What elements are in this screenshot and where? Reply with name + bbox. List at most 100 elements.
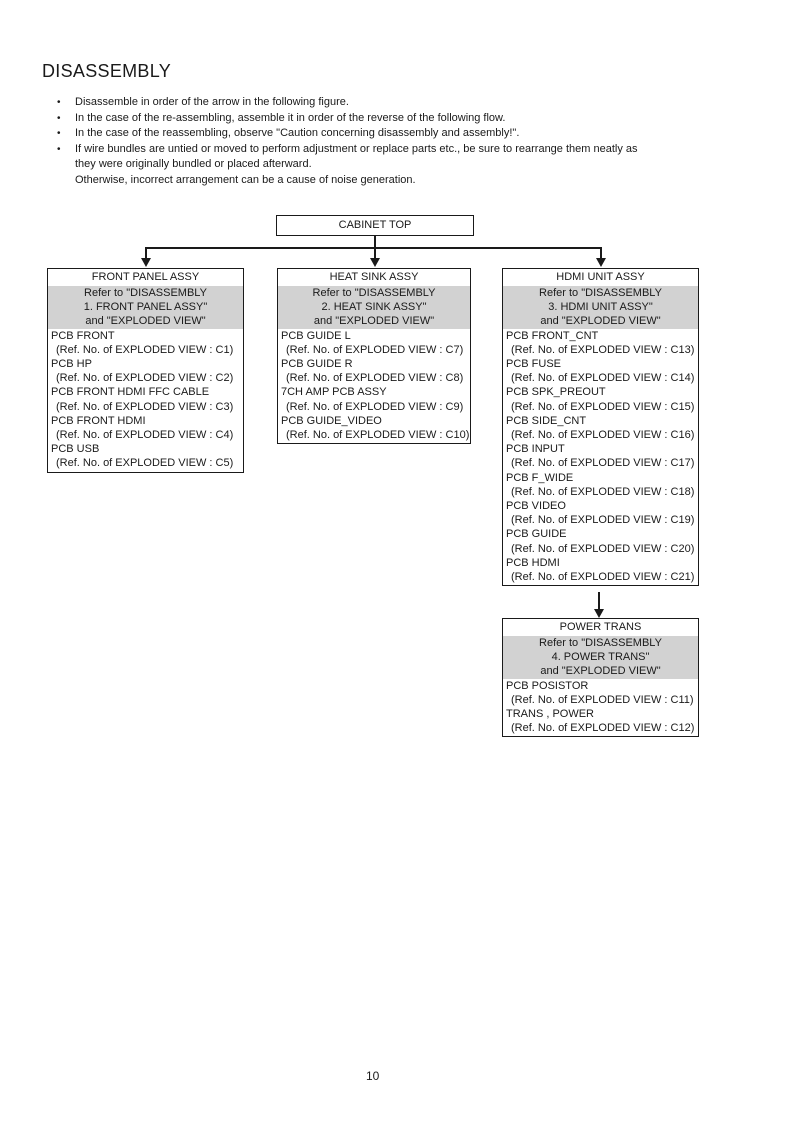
flow-box-refer-band: Refer to "DISASSEMBLY 1. FRONT PANEL ASSY… bbox=[48, 286, 243, 329]
page-number: 10 bbox=[366, 1069, 380, 1083]
part-name: PCB GUIDE L bbox=[281, 329, 351, 342]
refer-line: 3. HDMI UNIT ASSY" bbox=[548, 301, 653, 314]
arrowhead-front-panel-icon bbox=[141, 258, 151, 267]
part-name: PCB FRONT bbox=[51, 329, 115, 342]
flow-box-title: HDMI UNIT ASSY bbox=[556, 271, 645, 283]
connector-line-hdmi-to-power bbox=[598, 592, 600, 611]
refer-line: and "EXPLODED VIEW" bbox=[313, 315, 435, 328]
note-line: In the case of the re-assembling, assemb… bbox=[75, 111, 506, 124]
refer-line: Refer to "DISASSEMBLY bbox=[312, 287, 436, 299]
refer-line: and "EXPLODED VIEW" bbox=[85, 315, 206, 328]
note-item: • In the case of the reassembling, obser… bbox=[57, 126, 757, 142]
part-ref-number: (Ref. No. of EXPLODED VIEW : C21) bbox=[511, 571, 695, 584]
part-name: PCB VIDEO bbox=[506, 500, 566, 513]
part-ref-number: (Ref. No. of EXPLODED VIEW : C13) bbox=[511, 343, 695, 356]
part-name: PCB GUIDE R bbox=[281, 358, 353, 371]
flow-box-item-list: PCB FRONT_CNT(Ref. No. of EXPLODED VIEW … bbox=[503, 329, 698, 586]
note-line: Otherwise, incorrect arrangement can be … bbox=[75, 173, 416, 186]
flow-box-power-trans: POWER TRANS Refer to "DISASSEMBLY 4. POWE… bbox=[502, 618, 699, 738]
part-name: PCB HDMI bbox=[506, 556, 560, 569]
part-name: PCB HP bbox=[51, 358, 92, 371]
part-name: PCB FRONT HDMI bbox=[51, 414, 146, 427]
part-ref-number: (Ref. No. of EXPLODED VIEW : C12) bbox=[511, 722, 695, 735]
part-ref-number: (Ref. No. of EXPLODED VIEW : C20) bbox=[511, 542, 695, 555]
flow-box-front-panel-assy: FRONT PANEL ASSY Refer to "DISASSEMBLY 1.… bbox=[47, 268, 244, 473]
part-ref-number: (Ref. No. of EXPLODED VIEW : C1) bbox=[56, 343, 234, 356]
part-ref-number: (Ref. No. of EXPLODED VIEW : C7) bbox=[286, 343, 464, 356]
note-line: If wire bundles are untied or moved to p… bbox=[75, 142, 638, 155]
part-ref-number: (Ref. No. of EXPLODED VIEW : C8) bbox=[286, 372, 464, 385]
part-ref-number: (Ref. No. of EXPLODED VIEW : C17) bbox=[511, 457, 695, 470]
connector-line-vertical-right bbox=[600, 247, 602, 260]
refer-line: Refer to "DISASSEMBLY bbox=[84, 287, 207, 299]
part-name: PCB GUIDE_VIDEO bbox=[281, 414, 382, 427]
flow-box-heat-sink-assy: HEAT SINK ASSY Refer to "DISASSEMBLY 2. H… bbox=[277, 268, 471, 445]
flow-box-item-list: PCB POSISTOR(Ref. No. of EXPLODED VIEW :… bbox=[503, 679, 698, 737]
part-name: PCB SPK_PREOUT bbox=[506, 386, 606, 399]
flow-box-title: POWER TRANS bbox=[559, 621, 642, 633]
part-name: PCB F_WIDE bbox=[506, 471, 574, 484]
part-ref-number: (Ref. No. of EXPLODED VIEW : C15) bbox=[511, 400, 695, 413]
refer-line: and "EXPLODED VIEW" bbox=[540, 315, 661, 328]
part-ref-number: (Ref. No. of EXPLODED VIEW : C3) bbox=[56, 400, 234, 413]
note-line: In the case of the reassembling, observe… bbox=[75, 127, 520, 139]
bullet-icon: • bbox=[57, 97, 61, 108]
note-item: • In the case of the re-assembling, asse… bbox=[57, 111, 757, 127]
part-ref-number: (Ref. No. of EXPLODED VIEW : C2) bbox=[56, 372, 234, 385]
flow-box-refer-band: Refer to "DISASSEMBLY 4. POWER TRANS"and … bbox=[503, 636, 698, 679]
part-ref-number: (Ref. No. of EXPLODED VIEW : C9) bbox=[286, 400, 464, 413]
note-item: • Disassemble in order of the arrow in t… bbox=[57, 95, 757, 111]
part-name: PCB FRONT HDMI FFC CABLE bbox=[51, 386, 210, 399]
part-ref-number: (Ref. No. of EXPLODED VIEW : C14) bbox=[511, 372, 695, 385]
connector-line-horizontal bbox=[145, 247, 602, 249]
flow-box-title: FRONT PANEL ASSY bbox=[91, 271, 200, 283]
part-name: PCB SIDE_CNT bbox=[506, 414, 587, 427]
part-name: PCB INPUT bbox=[506, 443, 565, 456]
bullet-icon: • bbox=[57, 128, 61, 139]
arrowhead-hdmi-unit-icon bbox=[596, 258, 606, 267]
flow-box-item-list: PCB FRONT(Ref. No. of EXPLODED VIEW : C1… bbox=[48, 329, 243, 472]
part-ref-number: (Ref. No. of EXPLODED VIEW : C18) bbox=[511, 485, 695, 498]
part-ref-number: (Ref. No. of EXPLODED VIEW : C5) bbox=[56, 457, 234, 470]
flow-box-cabinet-top: CABINET TOP bbox=[276, 215, 474, 236]
part-name: PCB FUSE bbox=[506, 358, 562, 371]
part-name: PCB POSISTOR bbox=[506, 679, 589, 692]
note-text: If wire bundles are untied or moved to p… bbox=[75, 142, 757, 189]
bullet-icon: • bbox=[57, 143, 61, 155]
connector-line-vertical-left bbox=[145, 247, 147, 260]
part-ref-number: (Ref. No. of EXPLODED VIEW : C11) bbox=[511, 693, 694, 706]
note-text: Disassemble in order of the arrow in the… bbox=[75, 95, 757, 111]
part-ref-number: (Ref. No. of EXPLODED VIEW : C19) bbox=[511, 514, 695, 527]
arrowhead-power-trans-icon bbox=[594, 609, 604, 618]
arrowhead-heat-sink-icon bbox=[370, 258, 380, 267]
part-ref-number: (Ref. No. of EXPLODED VIEW : C4) bbox=[56, 429, 234, 442]
refer-line: Refer to "DISASSEMBLY bbox=[539, 637, 662, 649]
part-ref-number: (Ref. No. of EXPLODED VIEW : C16) bbox=[511, 429, 695, 442]
refer-line: 2. HEAT SINK ASSY" bbox=[321, 301, 427, 314]
flow-box-title: HEAT SINK ASSY bbox=[329, 271, 419, 283]
part-name: PCB FRONT_CNT bbox=[506, 329, 599, 342]
refer-line: and "EXPLODED VIEW" bbox=[540, 665, 661, 678]
note-text: In the case of the reassembling, observe… bbox=[75, 126, 757, 142]
disassembly-flow-diagram: CABINET TOP FRONT PANEL ASSY Refer to "D… bbox=[47, 215, 699, 738]
note-text: In the case of the re-assembling, assemb… bbox=[75, 111, 757, 127]
flow-box-refer-band: Refer to "DISASSEMBLY 2. HEAT SINK ASSY"a… bbox=[278, 286, 470, 329]
flow-box-title: CABINET TOP bbox=[338, 219, 412, 231]
part-ref-number: (Ref. No. of EXPLODED VIEW : C10) bbox=[286, 429, 470, 442]
page-title: DISASSEMBLY bbox=[42, 61, 172, 81]
bullet-icon: • bbox=[57, 112, 61, 124]
note-line: Disassemble in order of the arrow in the… bbox=[75, 96, 349, 108]
part-name: 7CH AMP PCB ASSY bbox=[281, 386, 387, 399]
flow-box-item-list: PCB GUIDE L(Ref. No. of EXPLODED VIEW : … bbox=[278, 329, 470, 444]
part-name: PCB GUIDE bbox=[506, 528, 567, 541]
refer-line: 4. POWER TRANS" bbox=[551, 651, 650, 664]
notes-list: • Disassemble in order of the arrow in t… bbox=[57, 95, 757, 188]
part-name: PCB USB bbox=[51, 443, 100, 456]
part-name: TRANS , POWER bbox=[506, 708, 595, 721]
refer-line: 1. FRONT PANEL ASSY" bbox=[83, 301, 208, 314]
note-line: they were originally bundled or placed a… bbox=[75, 158, 312, 170]
note-item: • If wire bundles are untied or moved to… bbox=[57, 142, 757, 189]
